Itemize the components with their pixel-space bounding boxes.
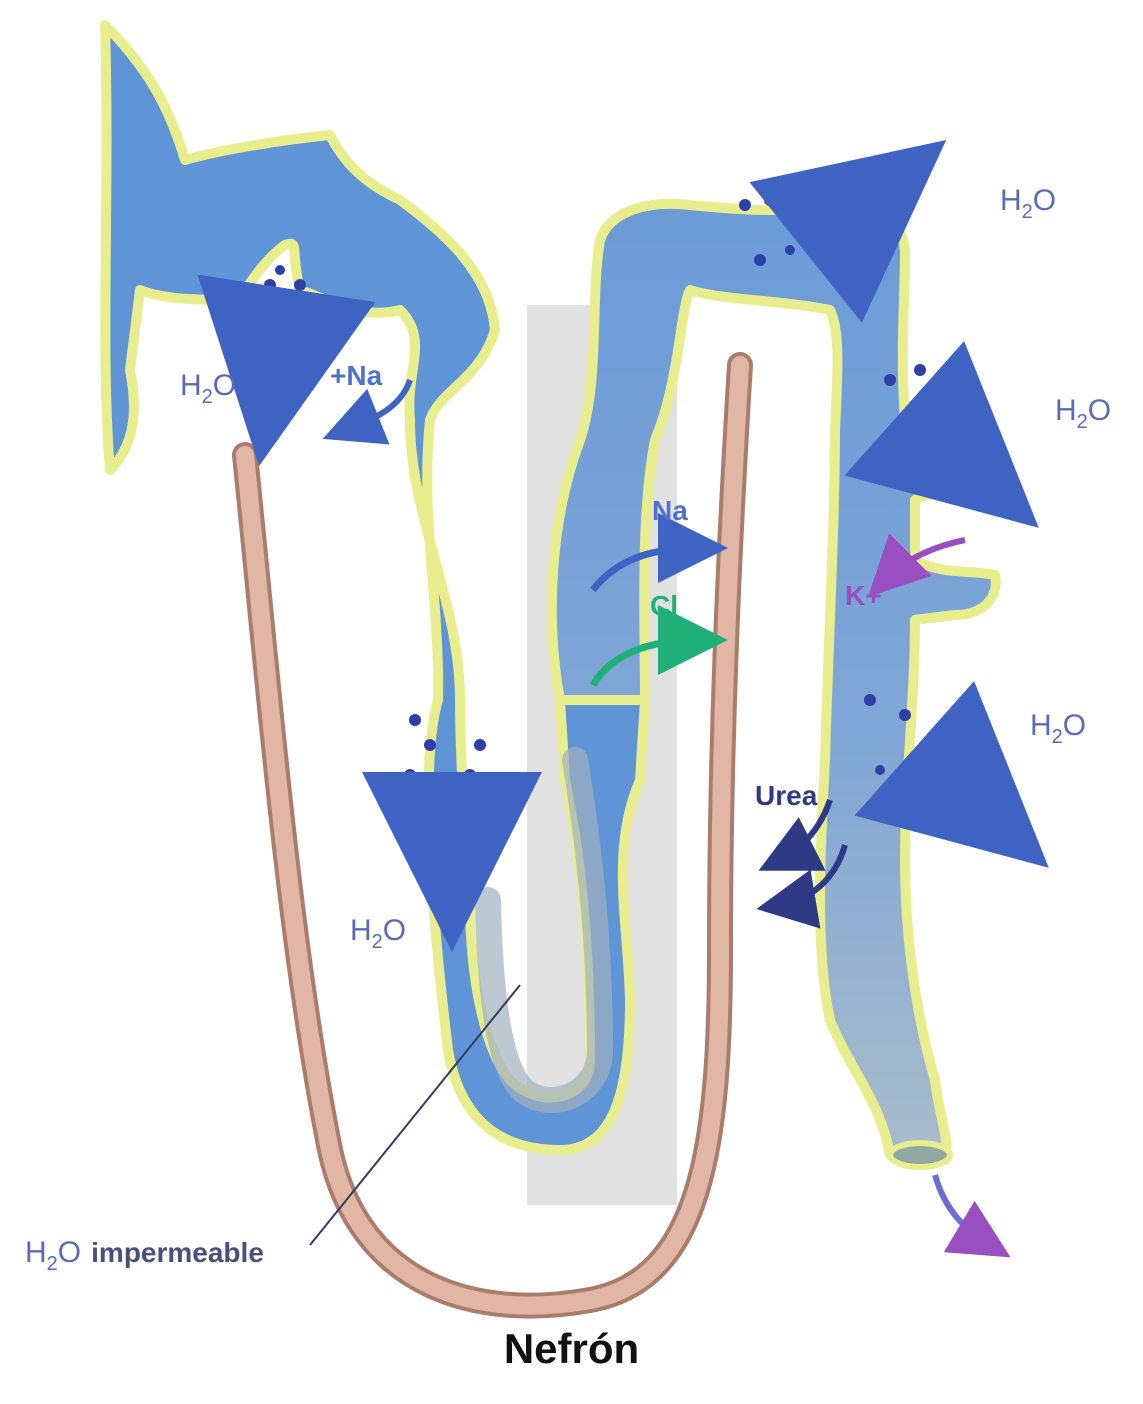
svg-text:H2O: H2O	[1000, 184, 1056, 223]
label-h2o-mid-right: H2O	[1055, 394, 1111, 433]
label-k: K+	[845, 580, 882, 611]
label-h2o-descending: H2O	[350, 914, 406, 953]
label-urea: Urea	[755, 780, 818, 811]
label-h2o-proximal: H2O	[180, 369, 236, 408]
label-h2o-top-right: H2O	[1000, 184, 1056, 223]
label-cl: Cl	[650, 590, 678, 621]
h2o-arrow-collecting	[950, 780, 995, 820]
label-h2o-low-right: H2O	[1030, 709, 1086, 748]
caption-title: Nefrón	[0, 1325, 1143, 1373]
label-na-plus: +Na	[330, 360, 383, 391]
label-na: Na	[652, 495, 688, 526]
svg-text:H2O: H2O	[1055, 394, 1111, 433]
outflow-arrow	[935, 1175, 990, 1245]
h2o-arrow-proximal	[270, 330, 280, 395]
duct-outlet	[890, 1143, 950, 1167]
svg-text:H2O: H2O	[180, 369, 236, 408]
svg-text:H2O: H2O	[1030, 709, 1086, 748]
svg-text:H2O: H2O	[350, 914, 406, 953]
